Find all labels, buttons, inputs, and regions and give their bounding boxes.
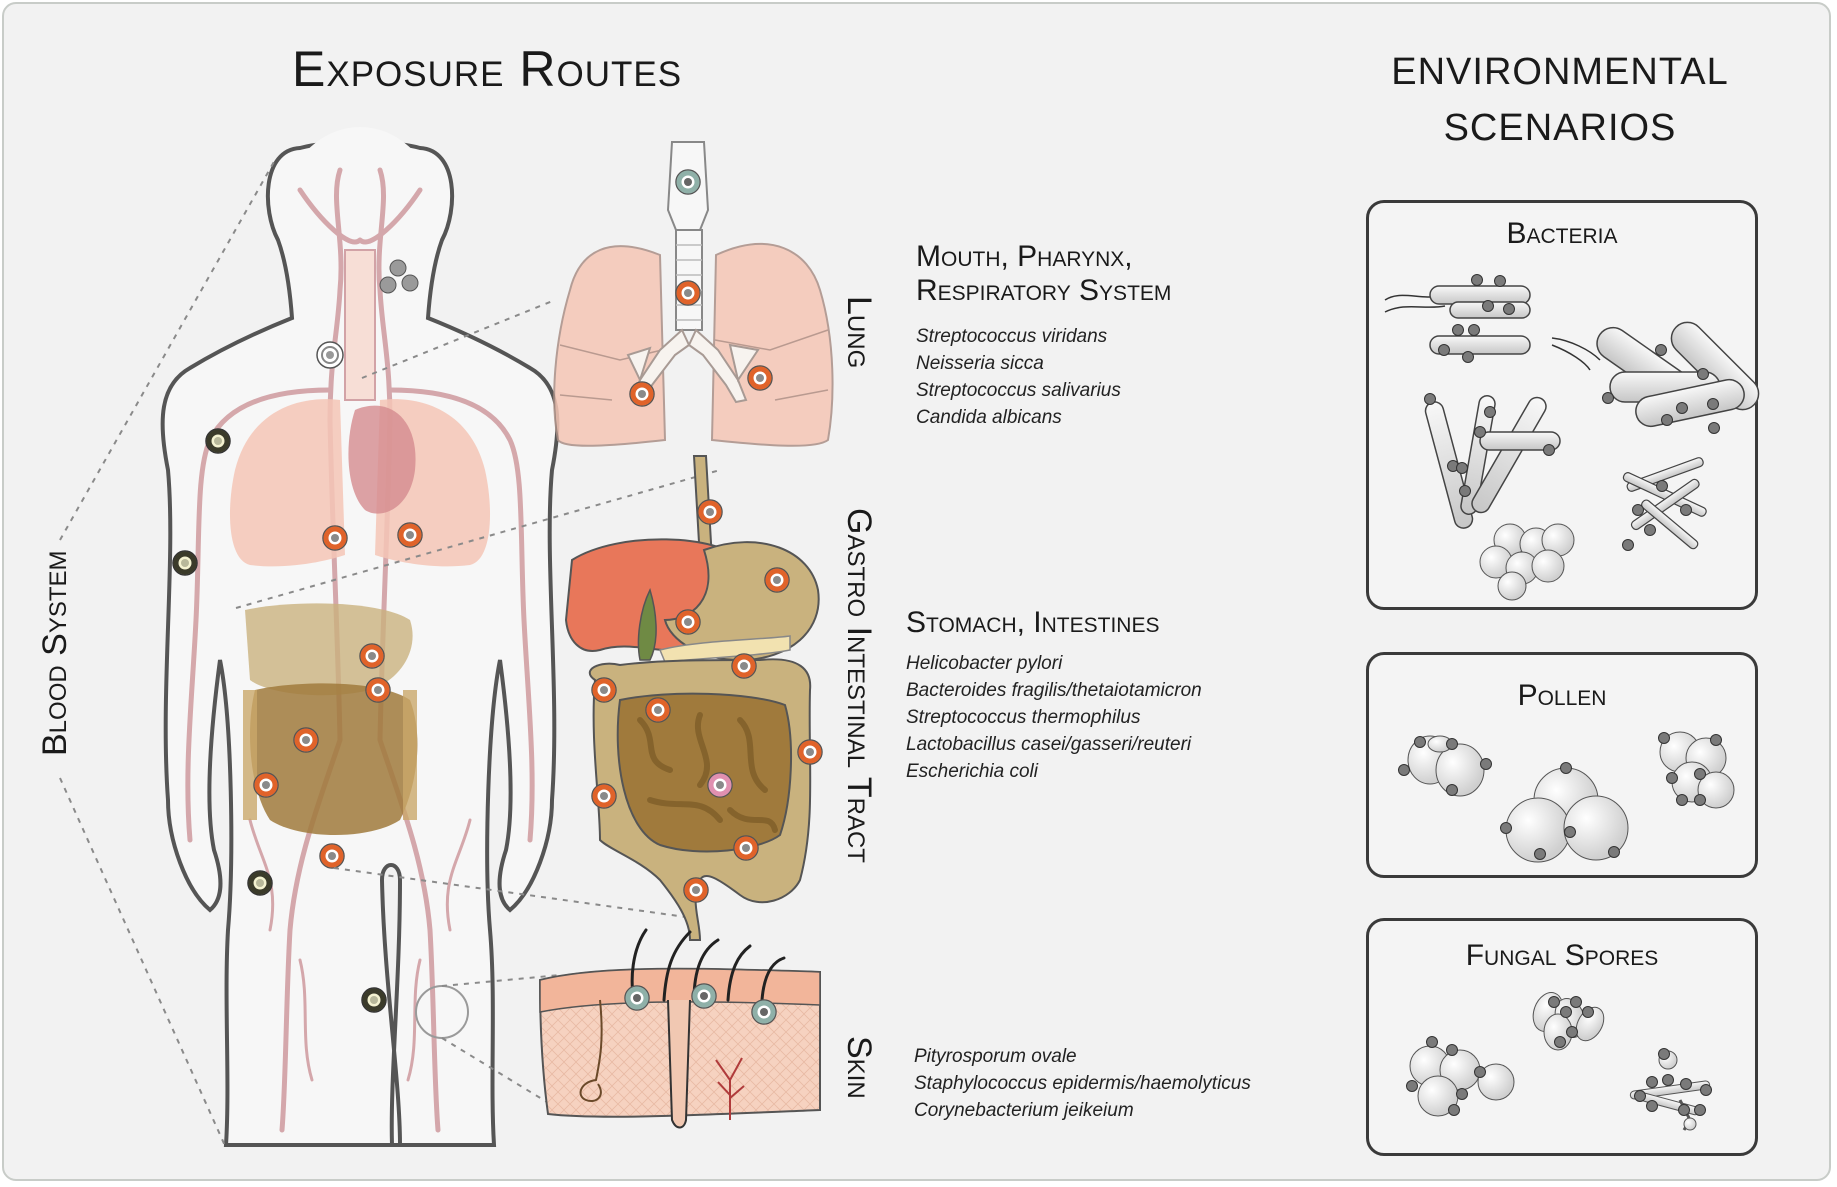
body-lung-left bbox=[229, 399, 345, 567]
gastro-route-title: Stomach, Intestines bbox=[906, 606, 1160, 639]
respiratory-title-line1: Mouth, Pharynx, bbox=[916, 240, 1133, 273]
list-item: Streptococcus thermophilus bbox=[906, 707, 1141, 728]
skin-illustration bbox=[538, 928, 821, 1129]
scenario-title-fungal-spores: Fungal Spores bbox=[1465, 939, 1659, 972]
skin-organism-list: Pityrosporum ovale Staphylococcus epider… bbox=[914, 1043, 1251, 1124]
lung-illustration bbox=[553, 141, 834, 447]
respiratory-title-line2: Respiratory System bbox=[916, 274, 1172, 307]
pollen-cluster-left bbox=[1398, 735, 1492, 797]
environmental-scenarios-title: ENVIRONMENTAL SCENARIOS bbox=[1370, 44, 1750, 156]
lung-left-lobe bbox=[553, 245, 667, 447]
capillary bbox=[715, 1057, 745, 1120]
human-body-figure bbox=[160, 127, 560, 1147]
bacteria-illustration bbox=[1384, 274, 1760, 601]
environmental-scenarios-line1: ENVIRONMENTAL bbox=[1391, 51, 1729, 93]
pollen-cluster-right bbox=[1658, 731, 1735, 809]
rod-bundle bbox=[1424, 393, 1561, 529]
list-item: Candida albicans bbox=[916, 407, 1062, 428]
cocci-cluster bbox=[1479, 523, 1575, 601]
scenario-title-bacteria: Bacteria bbox=[1506, 217, 1618, 250]
list-item: Corynebacterium jeikeium bbox=[914, 1100, 1134, 1121]
list-item: Staphylococcus epidermis/haemolyticus bbox=[914, 1073, 1251, 1094]
trachea bbox=[344, 249, 376, 401]
skin-label: Skin bbox=[840, 1036, 878, 1099]
list-item: Neisseria sicca bbox=[916, 353, 1044, 374]
gastro-organism-list: Helicobacter pylori Bacteroides fragilis… bbox=[906, 650, 1202, 785]
spore-cluster-top bbox=[1532, 992, 1605, 1051]
list-item: Bacteroides fragilis/thetaiotamicron bbox=[906, 680, 1202, 701]
body-stomach bbox=[245, 603, 413, 696]
hair-follicle bbox=[667, 999, 691, 1129]
pollen-cluster-center bbox=[1500, 762, 1629, 863]
blood-system-label: Blood System bbox=[36, 550, 74, 757]
spore-cluster-left bbox=[1406, 1036, 1515, 1117]
list-item: Helicobacter pylori bbox=[906, 653, 1063, 674]
gastro-intestinal-tract-label: Gastro Intestinal Tract bbox=[840, 508, 878, 863]
gi-tract-illustration bbox=[564, 455, 822, 941]
body-intestines bbox=[250, 683, 418, 835]
environmental-scenarios-line2: SCENARIOS bbox=[1443, 107, 1677, 149]
flagellated-rods bbox=[1384, 274, 1601, 371]
gallbladder bbox=[637, 587, 657, 661]
connector-lines bbox=[59, 159, 721, 1149]
head bbox=[282, 127, 438, 303]
blood-vessels bbox=[185, 167, 535, 1133]
lung-label: Lung bbox=[840, 296, 878, 369]
list-item: Escherichia coli bbox=[906, 761, 1038, 782]
heart bbox=[348, 405, 416, 514]
epidermis bbox=[539, 968, 821, 1013]
rod-cluster-large bbox=[1596, 321, 1760, 434]
sweat-gland bbox=[579, 999, 603, 1102]
list-item: Streptococcus viridans bbox=[916, 326, 1108, 347]
trachea-illustration bbox=[675, 229, 703, 331]
exposure-routes-title: Exposure Routes bbox=[292, 41, 683, 97]
inhaled-particles bbox=[379, 259, 419, 294]
fungal-spores-illustration bbox=[1406, 992, 1712, 1131]
pancreas bbox=[658, 635, 791, 663]
list-item: Streptococcus salivarius bbox=[916, 380, 1121, 401]
body-colon bbox=[243, 690, 417, 820]
spore-cluster-right bbox=[1629, 1048, 1712, 1131]
scenario-title-pollen: Pollen bbox=[1517, 679, 1607, 712]
list-item: Pityrosporum ovale bbox=[914, 1046, 1077, 1067]
list-item: Lactobacillus casei/gasseri/reuteri bbox=[906, 734, 1192, 755]
respiratory-route-title: Mouth, Pharynx, Respiratory System bbox=[916, 240, 1171, 308]
respiratory-organism-list: Streptococcus viridans Neisseria sicca S… bbox=[916, 323, 1121, 431]
pollen-illustration bbox=[1398, 731, 1735, 863]
rod-star bbox=[1622, 457, 1707, 551]
